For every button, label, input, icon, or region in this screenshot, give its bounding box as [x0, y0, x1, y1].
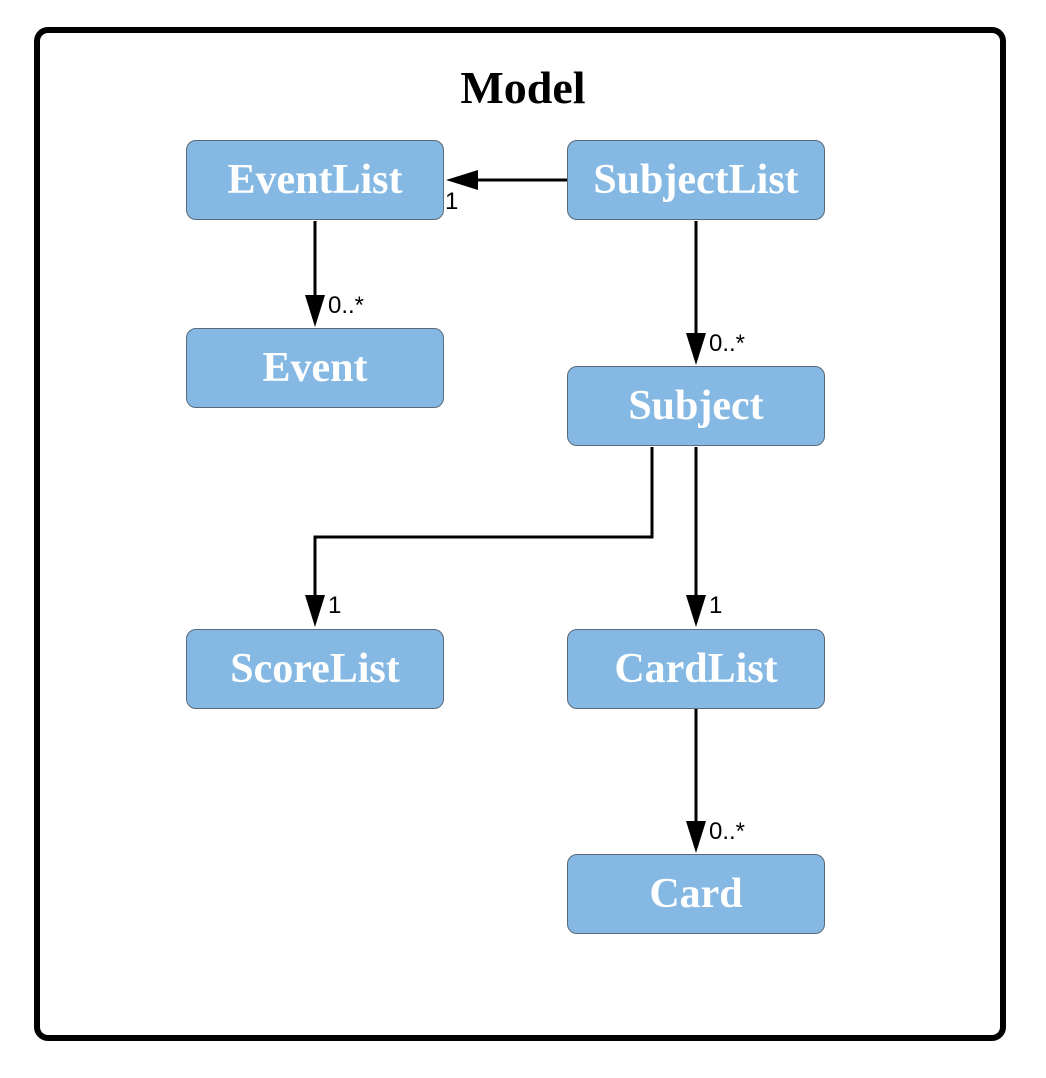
node-subjectlist[interactable]: SubjectList	[567, 140, 825, 220]
multiplicity-label: 0..*	[709, 818, 746, 845]
multiplicity-label: 1	[328, 592, 342, 619]
edge-subject-to-scorelist	[305, 447, 654, 627]
multiplicity-label: 0..*	[709, 330, 746, 357]
node-scorelist[interactable]: ScoreList	[186, 629, 444, 709]
node-event[interactable]: Event	[186, 328, 444, 408]
edge-cardlist-to-card	[686, 709, 706, 853]
multiplicity-label: 1	[445, 188, 459, 215]
edge-eventlist-to-event	[305, 221, 325, 327]
multiplicity-label: 1	[709, 592, 723, 619]
node-card[interactable]: Card	[567, 854, 825, 934]
node-cardlist[interactable]: CardList	[567, 629, 825, 709]
edge-subjectlist-to-subject	[686, 221, 706, 365]
diagram-title: Model	[460, 62, 586, 113]
node-eventlist[interactable]: EventList	[186, 140, 444, 220]
edge-subjectlist-to-eventlist	[446, 170, 567, 190]
multiplicity-label: 0..*	[328, 292, 365, 319]
node-subject[interactable]: Subject	[567, 366, 825, 446]
edge-subject-to-cardlist	[686, 447, 706, 627]
